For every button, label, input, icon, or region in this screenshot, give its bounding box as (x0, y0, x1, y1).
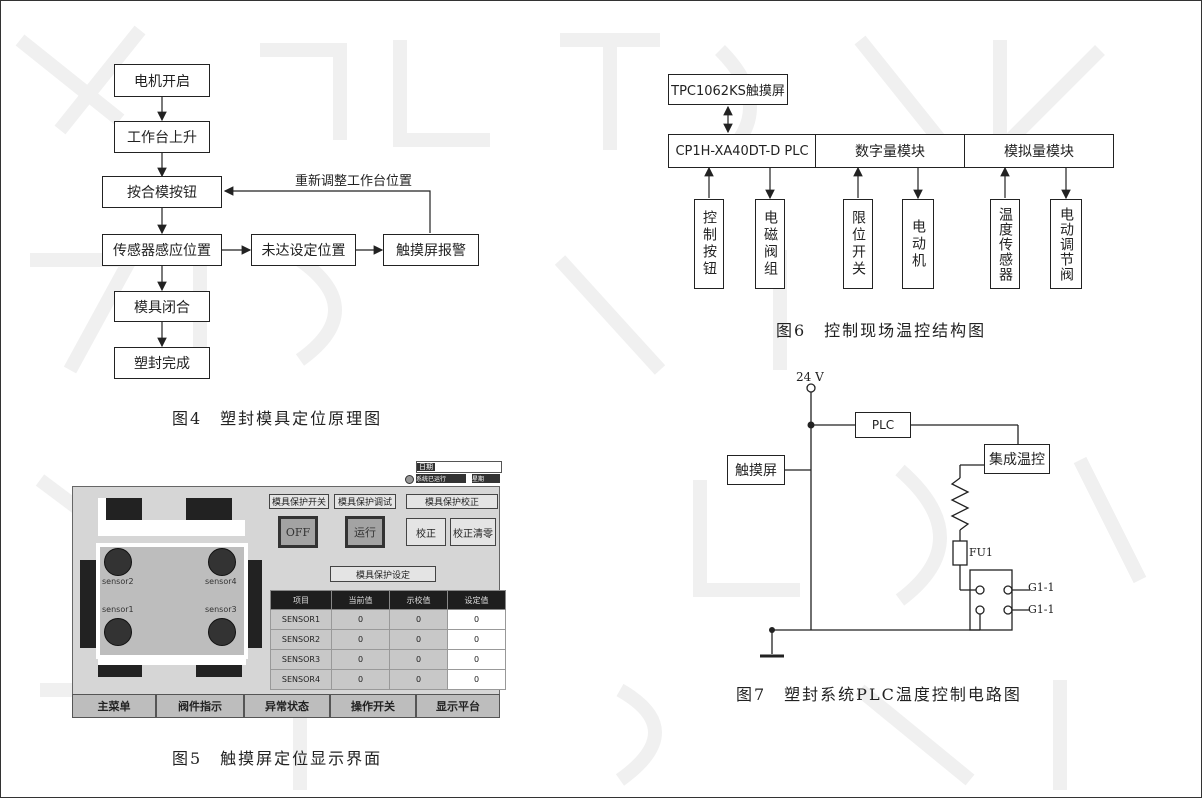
sensor4-dot (208, 548, 236, 576)
hmi-status: 系统已运行 (416, 474, 466, 483)
hmi-date-field: 日期 (416, 461, 502, 473)
tab-valve-indicator[interactable]: 阀件指示 (156, 694, 244, 718)
fig7-caption: 图7 塑封系统PLC温度控制电路图 (736, 685, 1022, 704)
flow-not-reached: 未达设定位置 (251, 234, 356, 266)
sensor2-label: sensor2 (102, 577, 134, 586)
table-cell: SENSOR4 (270, 669, 332, 690)
hmi-date-label: 日期 (417, 463, 435, 471)
flow-seal-done: 塑封完成 (114, 347, 210, 379)
table-row: SENSOR1 0 0 0 (270, 609, 506, 630)
run-button[interactable]: 运行 (345, 516, 385, 548)
setting-input[interactable]: 0 (447, 609, 506, 630)
fig7-integrated-temp-control: 集成温控 (984, 444, 1050, 474)
table-cell: 0 (389, 629, 448, 650)
table-cell: 0 (331, 649, 390, 670)
mold-protect-debug-button[interactable]: 模具保护调试 (334, 494, 396, 509)
sensor3-label: sensor3 (205, 605, 237, 614)
mold-protect-setting-button[interactable]: 模具保护设定 (330, 566, 436, 582)
fig6-solenoid-valves: 电磁阀组 (755, 199, 785, 289)
sensor-table: 项目 当前值 示校值 设定值 SENSOR1 0 0 0 SENSOR2 0 0… (270, 590, 506, 690)
fig7-g1-top: G1-1 (1028, 581, 1055, 594)
flow-table-up: 工作台上升 (114, 121, 210, 153)
table-cell: 0 (331, 609, 390, 630)
fig7-touchscreen: 触摸屏 (727, 455, 785, 485)
col-item: 项目 (270, 590, 332, 610)
tab-display-platform[interactable]: 显示平台 (416, 694, 500, 718)
tab-main-menu[interactable]: 主菜单 (72, 694, 156, 718)
fig7-voltage: 24 V (796, 370, 824, 384)
status-indicator-icon (405, 475, 414, 484)
fig7-plc: PLC (855, 412, 911, 438)
hmi-week: 星期 (472, 474, 500, 483)
fig5-caption: 图5 触摸屏定位显示界面 (172, 749, 383, 768)
fig6-motor: 电动机 (902, 199, 934, 289)
sensor2-dot (104, 548, 132, 576)
sensor3-dot (208, 618, 236, 646)
tab-abnormal-status[interactable]: 异常状态 (244, 694, 330, 718)
fig6-plc: CP1H-XA40DT-D PLC (668, 134, 816, 168)
fig6-analog-module: 模拟量模块 (964, 134, 1114, 168)
flow-press-button: 按合模按钮 (102, 176, 222, 208)
fig6-electric-valve: 电动调节阀 (1050, 199, 1082, 289)
fig4-caption: 图4 塑封模具定位原理图 (172, 409, 383, 428)
off-toggle-button[interactable]: OFF (278, 516, 318, 548)
table-row: SENSOR4 0 0 0 (270, 669, 506, 690)
flow-sensor-position: 传感器感应位置 (102, 234, 222, 266)
calibrate-button[interactable]: 校正 (406, 518, 446, 546)
fig6-control-button: 控制按钮 (694, 199, 724, 289)
fig7-g1-bottom: G1-1 (1028, 603, 1055, 616)
fig7-fuse-label: FU1 (969, 546, 993, 559)
sensor1-label: sensor1 (102, 605, 134, 614)
fig6-temp-sensor: 温度传感器 (990, 199, 1020, 289)
setting-input[interactable]: 0 (447, 669, 506, 690)
flow-touchscreen-alarm: 触摸屏报警 (383, 234, 479, 266)
fig6-digital-module: 数字量模块 (815, 134, 965, 168)
sensor1-dot (104, 618, 132, 646)
flow-mold-close: 模具闭合 (114, 291, 210, 322)
table-cell: SENSOR1 (270, 609, 332, 630)
table-row: SENSOR2 0 0 0 (270, 629, 506, 650)
tab-operation-switch[interactable]: 操作开关 (330, 694, 416, 718)
table-cell: SENSOR2 (270, 629, 332, 650)
sensor-table-header: 项目 当前值 示校值 设定值 (270, 590, 506, 610)
readjust-label: 重新调整工作台位置 (295, 174, 413, 189)
table-cell: 0 (389, 669, 448, 690)
setting-input[interactable]: 0 (447, 629, 506, 650)
flow-motor-on: 电机开启 (114, 64, 210, 97)
fig6-touchscreen: TPC1062KS触摸屏 (668, 74, 788, 105)
fig6-limit-switch: 限位开关 (843, 199, 873, 289)
mold-protect-switch-button[interactable]: 模具保护开关 (269, 494, 329, 509)
mold-protect-calib-button[interactable]: 模具保护校正 (406, 494, 498, 509)
sensor4-label: sensor4 (205, 577, 237, 586)
fig6-caption: 图6 控制现场温控结构图 (776, 321, 987, 340)
calibrate-reset-button[interactable]: 校正清零 (450, 518, 496, 546)
table-cell: 0 (331, 629, 390, 650)
table-cell: 0 (331, 669, 390, 690)
